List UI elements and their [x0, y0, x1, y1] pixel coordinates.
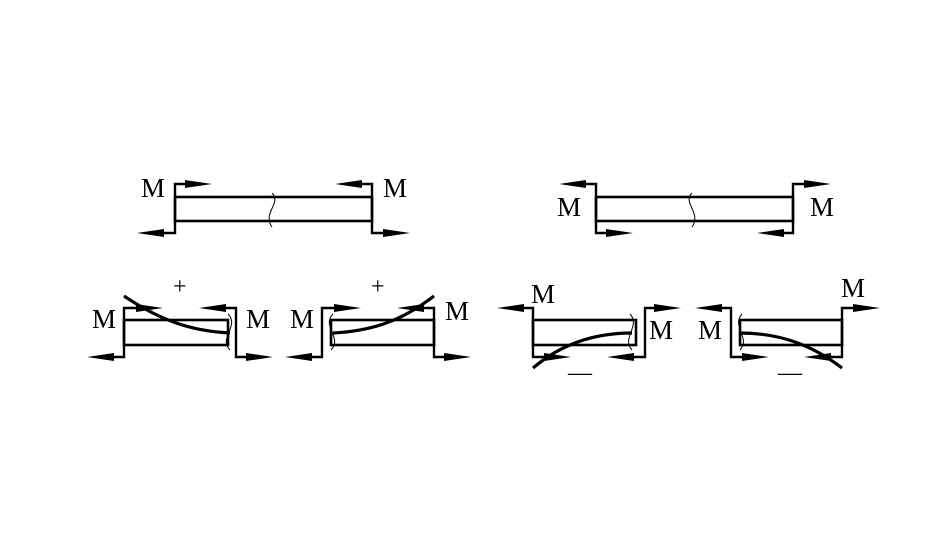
- left-lever: [584, 182, 606, 235]
- right-lever: [362, 182, 385, 235]
- arrow-right: [804, 180, 831, 188]
- arrow-left: [559, 180, 586, 188]
- left-lever: [310, 306, 334, 359]
- sign-label: —: [567, 360, 593, 386]
- deflection-curve: [739, 331, 843, 370]
- arrow-left: [695, 304, 722, 312]
- left-lever: [522, 306, 544, 359]
- moment-label: M: [557, 192, 581, 222]
- moment-label: M: [141, 173, 165, 203]
- right-lever: [423, 306, 446, 359]
- arrow-right: [185, 180, 212, 188]
- arrow-right: [444, 353, 471, 361]
- sign-label: +: [371, 274, 385, 300]
- deflection-curve: [123, 294, 231, 335]
- beam-diagram-top-left: M M: [137, 173, 410, 237]
- moment-label: M: [92, 304, 116, 334]
- moment-label: M: [698, 315, 722, 345]
- right-lever: [634, 306, 656, 359]
- arrow-left: [335, 180, 362, 188]
- break-line: [268, 192, 276, 228]
- arrow-left: [87, 353, 114, 361]
- arrow-right: [742, 353, 769, 361]
- beam-diagram-top-right: M M: [557, 180, 834, 237]
- arrow-right: [246, 353, 273, 361]
- arrow-right: [606, 229, 633, 237]
- moment-label: M: [810, 192, 834, 222]
- arrow-left: [757, 229, 784, 237]
- beam-diagram-positive-right-end: M M +: [285, 274, 471, 361]
- arrow-right: [654, 304, 681, 312]
- right-lever: [831, 306, 853, 359]
- moment-label: M: [841, 273, 865, 303]
- arrow-left: [497, 304, 524, 312]
- moment-label: M: [445, 296, 469, 326]
- moment-label: M: [531, 279, 555, 309]
- arrow-right: [853, 304, 880, 312]
- deflection-curve: [332, 294, 435, 335]
- deflection-curve: [531, 331, 633, 370]
- sign-label: —: [777, 360, 803, 386]
- right-lever: [224, 306, 248, 359]
- right-lever: [783, 182, 805, 235]
- beam-body: [173, 195, 374, 223]
- beam-diagram-negative-right-end: M M —: [695, 273, 880, 386]
- arrow-right: [334, 304, 361, 312]
- sign-label: +: [173, 274, 187, 300]
- moment-label: M: [383, 173, 407, 203]
- left-lever: [162, 182, 185, 235]
- break-line: [688, 192, 696, 228]
- left-lever: [720, 306, 742, 359]
- moment-label: M: [290, 304, 314, 334]
- arrow-left: [199, 304, 226, 312]
- moment-label: M: [246, 304, 270, 334]
- moment-label: M: [649, 315, 673, 345]
- left-lever: [112, 306, 136, 359]
- arrow-left: [137, 229, 164, 237]
- arrow-left: [607, 353, 634, 361]
- arrow-right: [383, 229, 410, 237]
- break-line: [328, 313, 336, 351]
- beam-diagram-negative-left-end: M M —: [497, 279, 681, 386]
- beam-diagram-positive-left-end: M M +: [87, 274, 273, 361]
- arrow-left: [285, 353, 312, 361]
